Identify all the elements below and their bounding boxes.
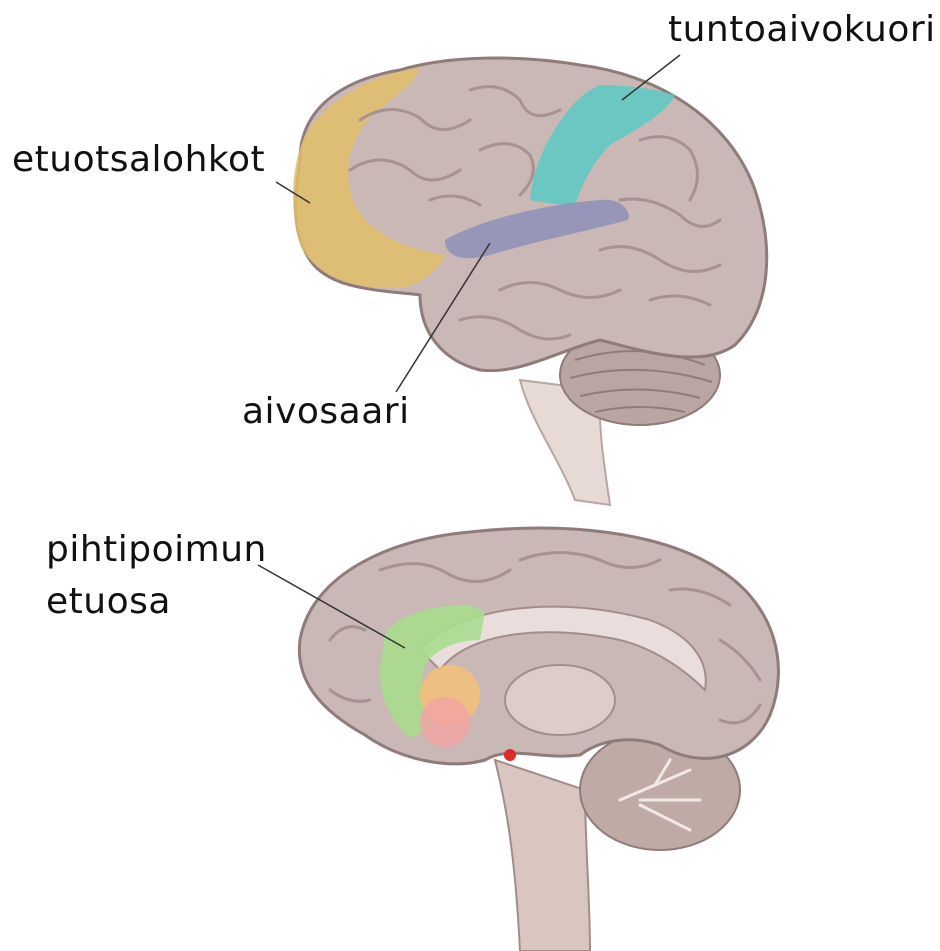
medial-brain-view [258, 528, 778, 951]
label-prefrontal-lobes: etuotsalohkot [12, 138, 265, 182]
red-dot-marker [504, 749, 516, 761]
medial-brainstem [495, 760, 590, 951]
label-acc-line1: pihtipoimun [46, 528, 267, 572]
ventral-region-pink [420, 697, 470, 747]
label-somatosensory-cortex: tuntoaivokuori [668, 8, 936, 52]
label-insula: aivosaari [242, 390, 410, 434]
thalamus [505, 665, 615, 735]
label-acc-line2: etuosa [46, 580, 171, 624]
lateral-brain-view [276, 55, 767, 505]
